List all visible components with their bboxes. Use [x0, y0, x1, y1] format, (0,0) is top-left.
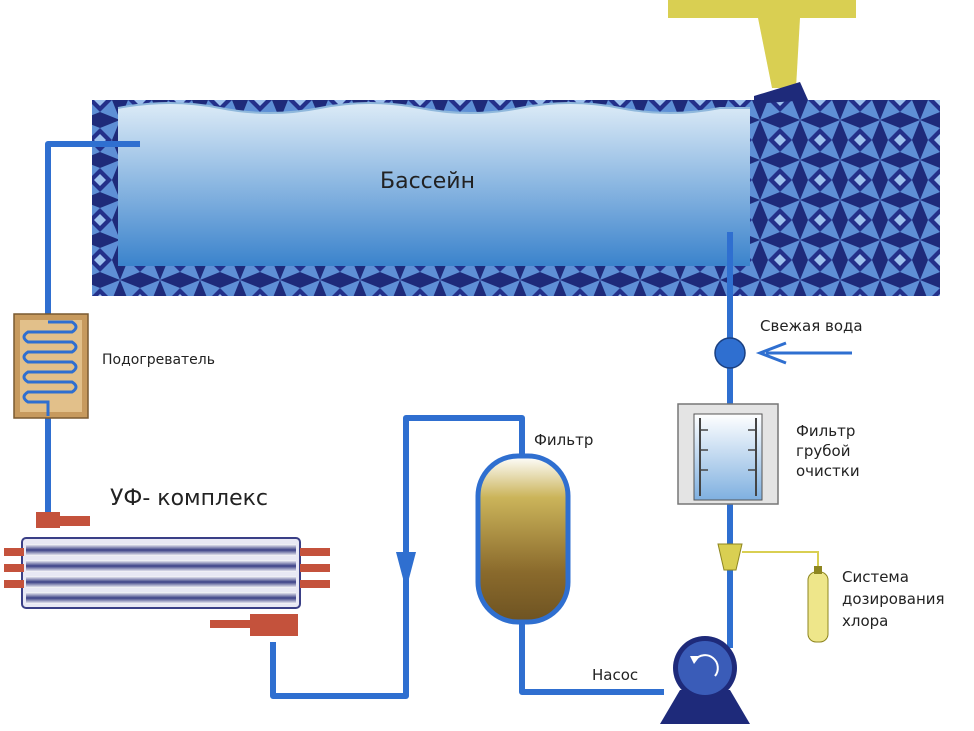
- chlorine-dosing: [717, 543, 829, 643]
- pool: [92, 82, 940, 296]
- fresh-water-inlet: [714, 337, 852, 369]
- filter-label: Фильтр: [534, 431, 593, 449]
- coarse-filter: [677, 403, 779, 505]
- uf-complex: [4, 512, 330, 636]
- pump: [660, 636, 750, 724]
- chlorine-label-line1: Система: [842, 568, 909, 586]
- coarse-filter-label-line1: Фильтр: [796, 422, 855, 440]
- uf-label: УФ- комплекс: [110, 486, 268, 511]
- sand-filter: [475, 453, 571, 625]
- heater-label: Подогреватель: [102, 352, 215, 368]
- overflow-inlet: [668, 0, 856, 88]
- chlorine-label-line2: дозирования: [842, 590, 945, 608]
- filter-to-pump-pipe: [519, 622, 664, 695]
- coarse-filter-label-line2: грубой: [796, 442, 850, 460]
- chlorine-label-line3: хлора: [842, 612, 888, 630]
- coarse-filter-label-line3: очистки: [796, 462, 860, 480]
- pump-label: Насос: [592, 666, 638, 684]
- return-pipe: [45, 141, 140, 316]
- flow-arrow-icon: [396, 552, 416, 590]
- heater: [13, 313, 89, 419]
- fresh-water-label: Свежая вода: [760, 317, 863, 335]
- pool-label: Бассейн: [380, 169, 475, 194]
